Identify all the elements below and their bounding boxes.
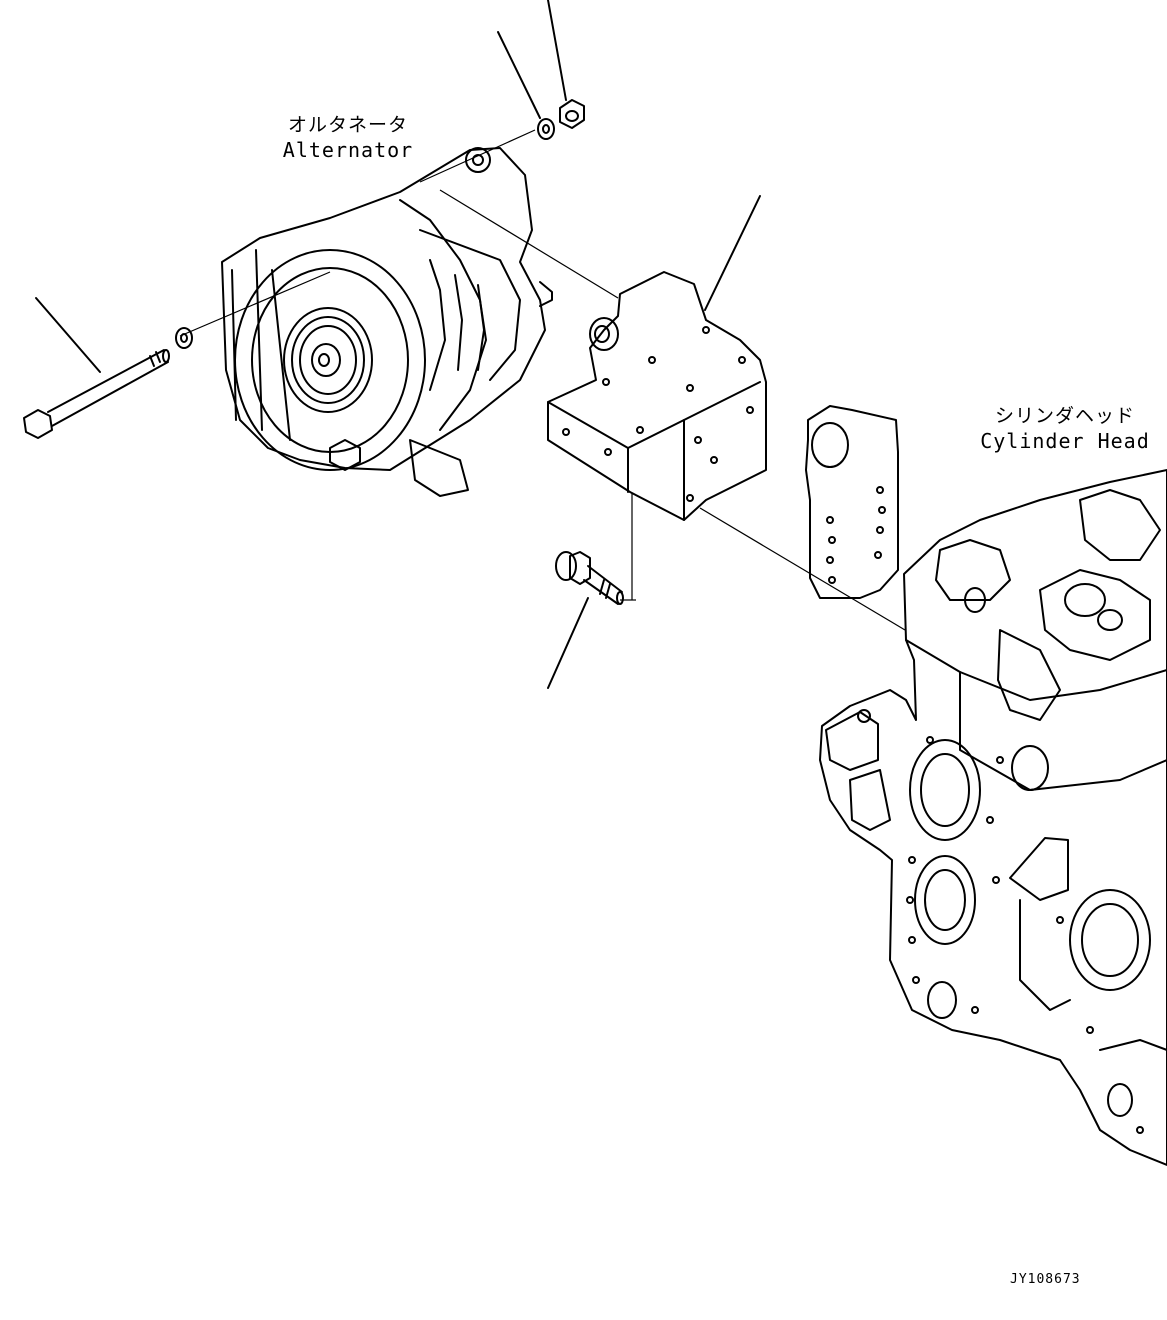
alternator-label-jp: オルタネータ (287, 114, 408, 136)
leader-lines (35, 0, 761, 689)
adapter-plate (805, 405, 899, 599)
nut (559, 99, 585, 129)
drawing-id: JY108673 (1010, 1272, 1081, 1287)
cylinder-head-label-en: Cylinder Head (980, 429, 1150, 453)
cylinder-head-label-jp: シリンダヘッド (994, 405, 1135, 427)
cylinder-head-label: シリンダヘッド Cylinder Head (975, 404, 1155, 454)
assembly-lines (179, 129, 906, 631)
alternator-label: オルタネータ Alternator (268, 113, 428, 163)
alternator (221, 147, 553, 497)
alternator-label-en: Alternator (282, 138, 414, 162)
cylinder-head-block (819, 469, 1167, 1166)
mounting-bracket (547, 271, 767, 521)
washer-left (175, 327, 193, 349)
flange-bolt (555, 551, 624, 605)
long-bolt (23, 349, 170, 439)
washer-top (537, 118, 555, 140)
